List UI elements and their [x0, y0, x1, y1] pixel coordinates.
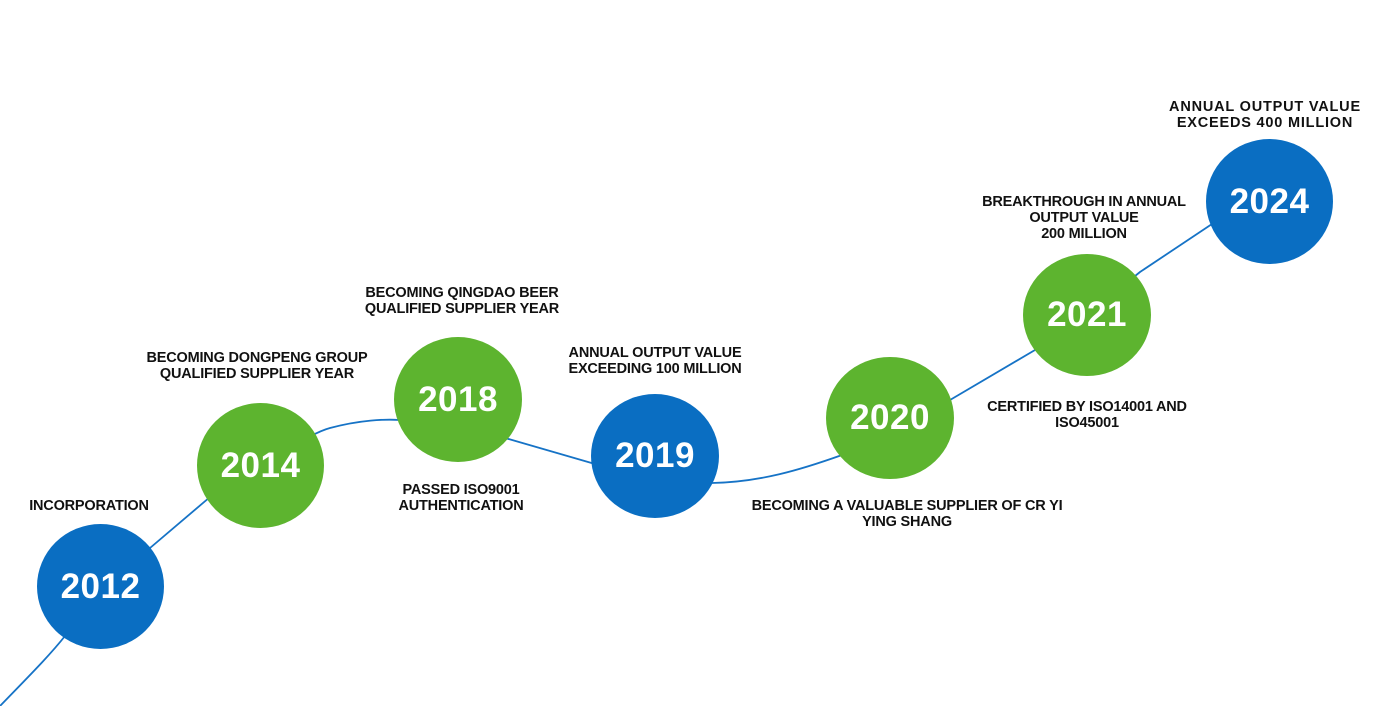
- label-2012: INCORPORATION: [29, 498, 149, 514]
- label-2018-below: PASSED ISO9001 AUTHENTICATION: [398, 482, 524, 514]
- milestone-year: 2024: [1229, 181, 1310, 221]
- milestone-2020-circle: 2020: [826, 357, 954, 479]
- milestone-year: 2018: [418, 379, 498, 419]
- milestone-2019-circle: 2019: [591, 394, 719, 518]
- label-2018-above: BECOMING QINGDAO BEER QUALIFIED SUPPLIER…: [364, 285, 560, 317]
- milestone-year: 2012: [60, 566, 141, 606]
- label-2020: BECOMING A VALUABLE SUPPLIER OF CR YI YI…: [751, 498, 1063, 530]
- label-2021-below: CERTIFIED BY ISO14001 AND ISO45001: [987, 399, 1187, 431]
- milestone-year: 2019: [615, 436, 695, 475]
- milestone-year: 2020: [850, 398, 930, 437]
- milestone-2024-circle: 2024: [1206, 139, 1333, 264]
- milestone-2012-circle: 2012: [37, 524, 164, 649]
- milestone-2014-circle: 2014: [197, 403, 324, 528]
- milestone-2018-circle: 2018: [394, 337, 522, 462]
- label-2019: ANNUAL OUTPUT VALUE EXCEEDING 100 MILLIO…: [568, 345, 742, 377]
- milestone-year: 2021: [1047, 295, 1127, 334]
- label-2024: ANNUAL OUTPUT VALUE EXCEEDS 400 MILLION: [1169, 99, 1361, 131]
- label-2014: BECOMING DONGPENG GROUP QUALIFIED SUPPLI…: [146, 350, 368, 382]
- timeline-path: [0, 201, 1271, 706]
- milestone-year: 2014: [220, 445, 301, 485]
- label-2021-above: BREAKTHROUGH IN ANNUAL OUTPUT VALUE 200 …: [982, 194, 1186, 242]
- milestone-2021-circle: 2021: [1023, 254, 1151, 376]
